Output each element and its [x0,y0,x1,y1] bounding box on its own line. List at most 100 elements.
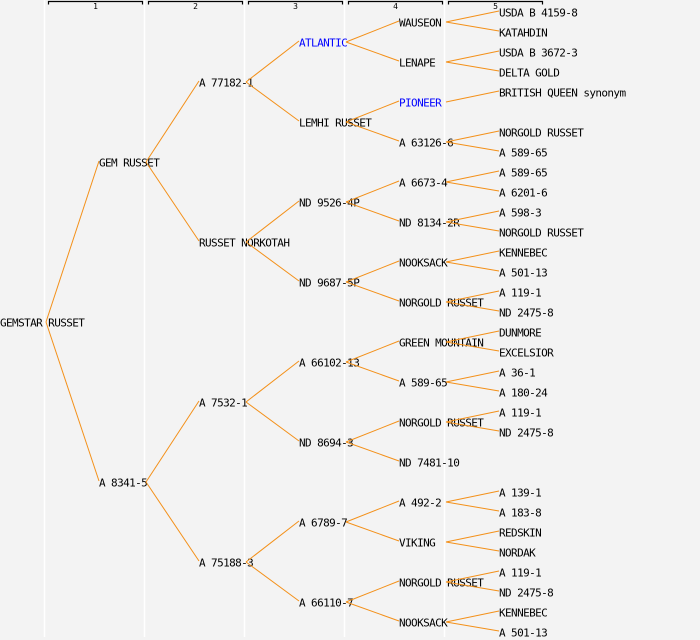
cultivar-label: USDA B 4159-8 [499,7,577,20]
parent-link-line [445,221,500,232]
cultivar-label: A 589-65 [499,147,547,160]
parent-link-line [445,130,500,143]
cultivar-label: ND 8694-3 [299,437,353,450]
cultivar-label: NORGOLD RUSSET [399,577,484,590]
parent-link-line [345,100,400,123]
cultivar-label: DELTA GOLD [499,67,559,80]
parent-link-line [445,410,500,423]
cultivar-label: NORDAK [499,547,536,560]
cultivar-link[interactable]: PIONEER [399,97,443,110]
cultivar-label: KATAHDIN [499,27,547,40]
cultivar-label: NORGOLD RUSSET [499,127,584,140]
parent-link-line [445,570,500,583]
cultivar-label: A 589-65 [399,377,447,390]
cultivar-label: ND 2475-8 [499,427,553,440]
parent-link-line [345,121,400,142]
parent-link-line [445,210,500,223]
cultivar-label: A 589-65 [499,167,547,180]
parent-link-line [145,161,200,242]
parent-link-line [445,490,500,503]
cultivar-label: ND 2475-8 [499,307,553,320]
parent-link-line [445,330,500,343]
parent-link-line [245,561,300,602]
parent-link-line [245,520,300,563]
parent-link-line [345,20,400,43]
cultivar-label: ND 9526-4P [299,197,360,210]
cultivar-label: BRITISH QUEEN synonym [499,87,626,100]
parent-link-line [245,360,300,403]
cultivar-label: LENAPE [399,57,435,70]
cultivar-label: NOOKSACK [399,257,448,270]
cultivar-label: A 183-8 [499,507,541,520]
generation-number: 4 [393,2,398,11]
parent-link-line [345,41,400,62]
cultivar-label: A 501-13 [499,267,547,280]
generation-number: 1 [93,2,98,11]
cultivar-link[interactable]: ATLANTIC [299,37,348,50]
generation-number: 3 [293,2,298,11]
cultivar-label: GEM RUSSET [99,157,160,170]
parent-link-line [245,81,300,122]
parent-link-line [445,250,500,263]
cultivar-label: A 119-1 [499,567,541,580]
cultivar-label: RUSSET NORKOTAH [199,237,289,250]
parent-link-line [345,500,400,523]
parent-link-line [445,10,500,23]
parent-link-line [445,581,500,592]
cultivar-label: A 6201-6 [499,187,547,200]
generation-guides [43,0,446,637]
parent-link-line [345,361,400,382]
generation-number: 5 [493,2,498,11]
cultivar-label: ND 7481-10 [399,457,459,470]
cultivar-label: A 119-1 [499,287,541,300]
parent-link-line [245,200,300,243]
cultivar-label: USDA B 3672-3 [499,47,577,60]
cultivar-label: LEMHI RUSSET [299,117,372,130]
parent-link-line [245,40,300,83]
cultivar-label: A 6789-7 [299,517,347,530]
cultivar-label: A 63126-6 [399,137,453,150]
parent-link-line [345,340,400,363]
cultivar-label: A 6673-4 [399,177,448,190]
parent-link-line [345,201,400,222]
parent-link-line [345,420,400,443]
parent-link-line [445,541,500,552]
generation-bracket [147,0,244,5]
parent-link-line [445,301,500,312]
parent-link-line [345,580,400,603]
parent-link-line [445,50,500,63]
parent-link-line [445,61,500,72]
parent-link-line [445,421,500,432]
cultivar-label: A 7532-1 [199,397,247,410]
parent-link-line [445,530,500,543]
parent-link-line [45,321,100,482]
cultivar-label: NORGOLD RUSSET [399,417,484,430]
parent-link-line [345,281,400,302]
cultivar-label: A 119-1 [499,407,541,420]
parent-link-line [145,400,200,483]
parent-link-line [145,481,200,562]
cultivar-label: DUNMORE [499,327,541,340]
cultivar-label: A 180-24 [499,387,548,400]
parent-link-line [245,241,300,282]
cultivar-label: KENNEBEC [499,247,547,260]
parent-link-line [445,501,500,512]
generation-bracket [247,0,344,5]
parent-link-line [445,261,500,272]
cultivar-label: WAUSEON [399,17,441,30]
parent-link-line [445,90,500,103]
parent-link-line [445,341,500,352]
generation-bracket [347,0,444,5]
cultivar-label: A 36-1 [499,367,535,380]
cultivar-label: GREEN MOUNTAIN [399,337,483,350]
cultivar-label: A 77182-1 [199,77,253,90]
cultivar-label: A 598-3 [499,207,541,220]
parent-link-line [445,170,500,183]
cultivar-label: KENNEBEC [499,607,547,620]
connector-lines [45,10,500,632]
generation-bracket [47,0,144,5]
cultivar-label: VIKING [399,537,435,550]
parent-link-line [445,21,500,32]
cultivar-label: NOOKSACK [399,617,448,630]
